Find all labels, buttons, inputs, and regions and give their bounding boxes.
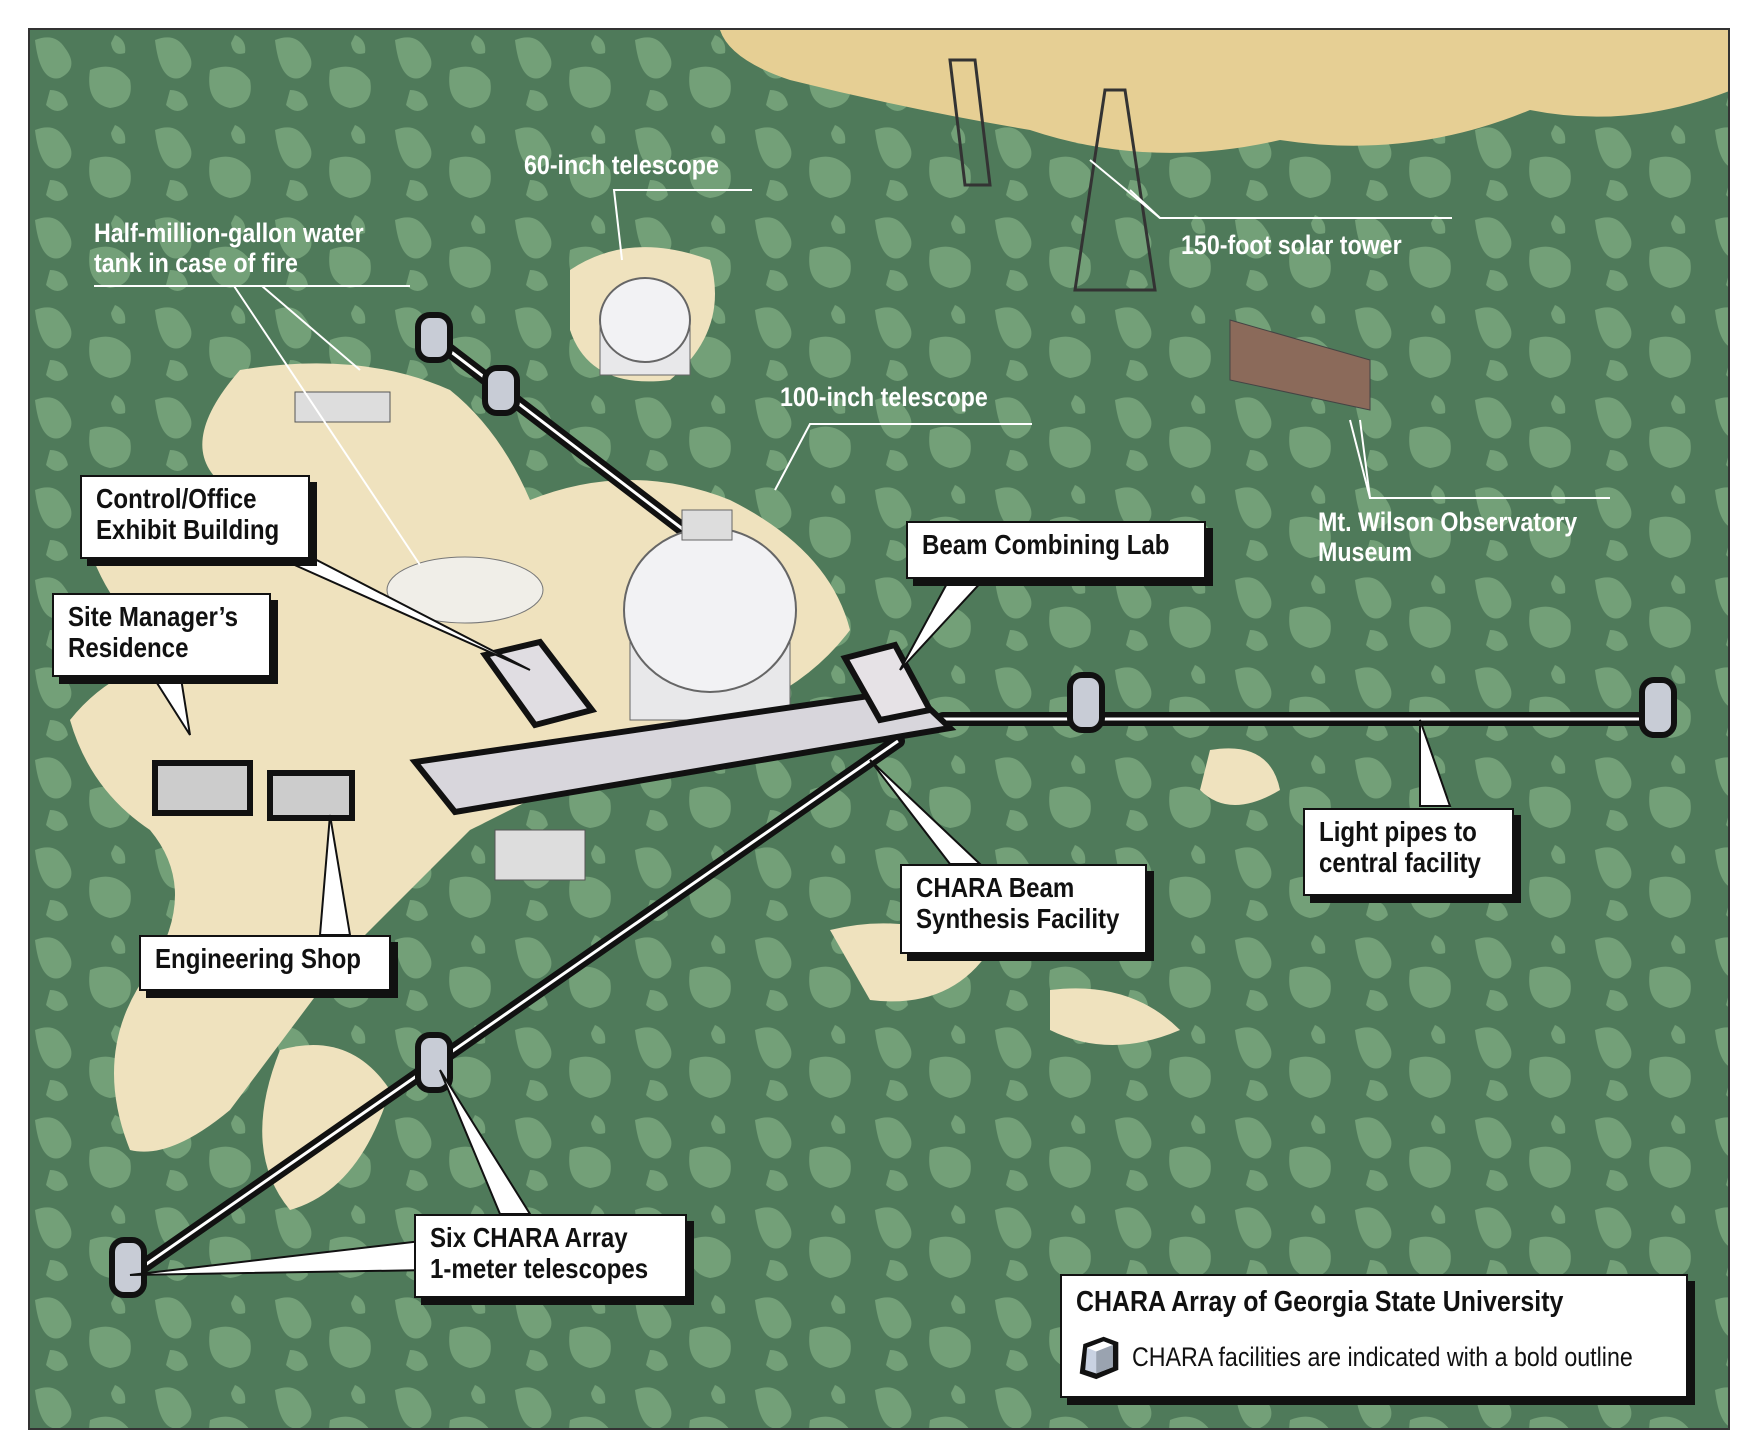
legend-row: CHARA facilities are indicated with a bo… [1076,1332,1672,1382]
site-manager-residence [152,760,253,816]
warehouse-building [494,829,586,881]
label-museum: Mt. Wilson Observatory Museum [1318,507,1577,567]
callout-control-office: Control/Office Exhibit Building [80,475,310,559]
callout-line: central facility [1319,847,1481,878]
callout-light-pipes: Light pipes to central facility [1303,808,1514,896]
callout-pointers [129,553,1452,1276]
callout-line: Control/Office [96,483,257,514]
bold-outline-cube-icon [1079,1336,1119,1380]
callout-line: Residence [68,632,189,663]
water-tank [386,556,544,624]
label-line: Mt. Wilson Observatory [1318,507,1578,537]
observatory-map: 60-inch telescope Half-million-gallon wa… [28,28,1730,1430]
callout-line: Six CHARA Array [430,1222,628,1253]
callout-line: Exhibit Building [96,514,280,545]
museum-building [1229,319,1371,411]
callout-engineering-shop: Engineering Shop [139,935,391,991]
water-tank-building [294,391,391,423]
callout-line: 1-meter telescopes [430,1253,649,1284]
callout-line: Beam Combining Lab [922,529,1170,560]
label-100-inch-telescope: 100-inch telescope [780,382,988,412]
engineering-shop [267,770,355,821]
legend-title: CHARA Array of Georgia State University [1076,1286,1564,1318]
60-inch-telescope-dome [599,277,691,376]
label-line: Half-million-gallon water [94,218,364,248]
label-line: Museum [1318,537,1413,567]
solar-towers [948,58,1157,292]
label-leaders [94,159,1610,566]
callout-beam-combining-lab: Beam Combining Lab [906,521,1206,579]
light-pipe-highlights [124,336,1660,1281]
callout-line: Light pipes to [1319,816,1477,847]
beam-synthesis-facility [409,686,957,816]
callout-beam-synthesis: CHARA Beam Synthesis Facility [900,864,1147,954]
chara-telescopes [109,312,1677,1298]
legend-note: CHARA facilities are indicated with a bo… [1132,1342,1633,1372]
callout-line: CHARA Beam [916,872,1075,903]
label-60-inch-telescope: 60-inch telescope [524,150,719,180]
callout-site-manager: Site Manager’s Residence [52,593,271,677]
callout-line: Site Manager’s [68,601,238,632]
label-water-tank: Half-million-gallon water tank in case o… [94,218,364,278]
100-inch-telescope-dome [623,509,797,721]
callout-line: Synthesis Facility [916,903,1120,934]
label-solar-tower: 150-foot solar tower [1181,230,1402,260]
label-line: tank in case of fire [94,248,298,278]
callout-chara-telescopes: Six CHARA Array 1-meter telescopes [414,1214,687,1298]
callout-line: Engineering Shop [155,943,362,974]
beam-combining-lab [840,641,935,724]
legend: CHARA Array of Georgia State University … [1060,1274,1688,1398]
